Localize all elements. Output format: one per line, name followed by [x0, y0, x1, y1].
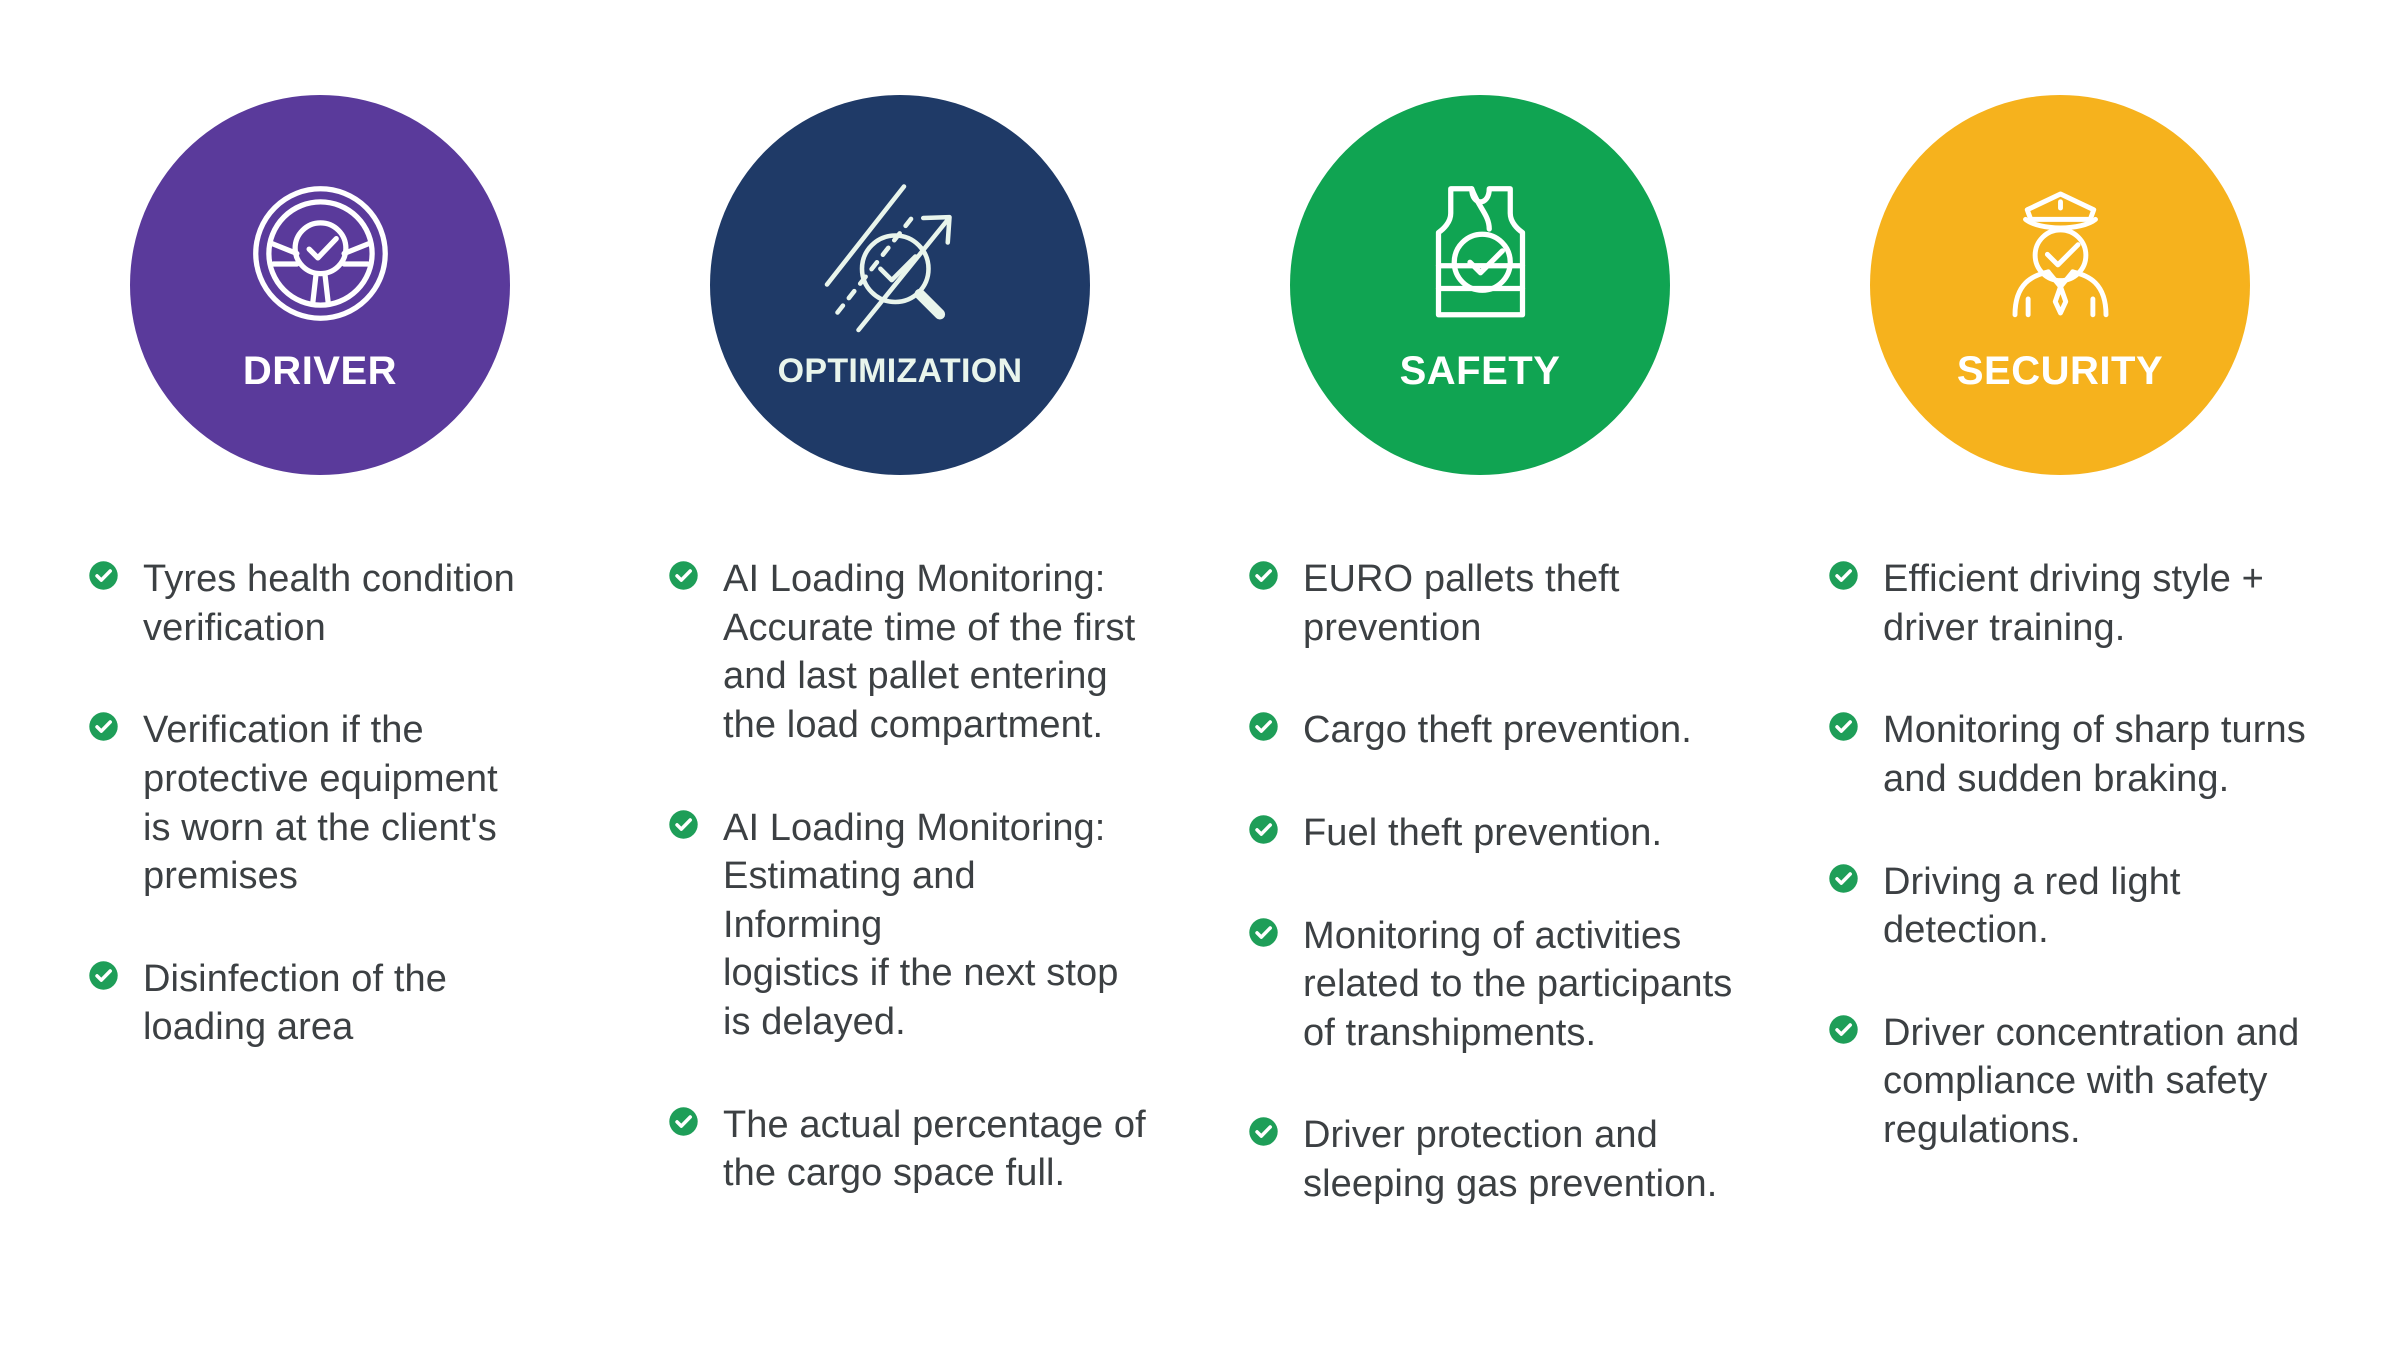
feature-column-safety: SAFETY EURO pallets theft prevention Car…	[1220, 95, 1740, 1263]
category-circle-safety: SAFETY	[1290, 95, 1670, 475]
check-circle-icon	[668, 804, 699, 840]
check-circle-icon	[1828, 706, 1859, 742]
category-circle-optimization: OPTIMIZATION	[710, 95, 1090, 475]
category-title: SECURITY	[1956, 349, 2164, 393]
list-item-text: Disinfection of the loading area	[143, 957, 447, 1049]
list-item: Driver concentration and compliance with…	[1828, 1009, 2320, 1155]
list-item-text: Driving a red light detection.	[1883, 860, 2181, 952]
list-item-text: The actual percentage of the cargo space…	[723, 1103, 1146, 1195]
check-circle-icon	[88, 955, 119, 991]
list-item-text: AI Loading Monitoring: Accurate time of …	[723, 558, 1136, 746]
feature-column-driver: DRIVER Tyres health condition verificati…	[60, 95, 580, 1263]
list-item: Cargo theft prevention.	[1248, 706, 1740, 755]
check-circle-icon	[1828, 858, 1859, 894]
list-item: Efficient driving style + driver trainin…	[1828, 555, 2320, 652]
check-circle-icon	[1248, 1111, 1279, 1147]
feature-list: Efficient driving style + driver trainin…	[1800, 555, 2320, 1155]
list-item-text: Monitoring of activities related to the …	[1303, 914, 1733, 1054]
feature-list: Tyres health condition verification Veri…	[60, 555, 580, 1052]
list-item-text: Driver concentration and compliance with…	[1883, 1011, 2300, 1151]
list-item: Verification if the protective equipment…	[88, 706, 580, 901]
check-circle-icon	[1828, 555, 1859, 591]
safety-vest-check-icon	[1393, 166, 1568, 341]
check-circle-icon	[1828, 1009, 1859, 1045]
feature-list: EURO pallets theft prevention Cargo thef…	[1220, 555, 1740, 1209]
check-circle-icon	[88, 706, 119, 742]
check-circle-icon	[668, 1101, 699, 1137]
category-circle-driver: DRIVER	[130, 95, 510, 475]
growth-magnifier-check-icon	[813, 169, 988, 344]
security-guard-check-icon	[1973, 166, 2148, 341]
steering-wheel-check-icon	[233, 166, 408, 341]
list-item: Driver protection and sleeping gas preve…	[1248, 1111, 1740, 1208]
feature-board: DRIVER Tyres health condition verificati…	[60, 95, 2320, 1263]
list-item: Monitoring of activities related to the …	[1248, 912, 1740, 1058]
feature-column-optimization: OPTIMIZATION AI Loading Monitoring: Accu…	[640, 95, 1160, 1263]
list-item-text: Driver protection and sleeping gas preve…	[1303, 1114, 1718, 1205]
list-item-text: Cargo theft prevention.	[1303, 709, 1692, 752]
check-circle-icon	[1248, 809, 1279, 845]
list-item: Monitoring of sharp turns and sudden bra…	[1828, 706, 2320, 803]
list-item: EURO pallets theft prevention	[1248, 555, 1740, 652]
feature-column-security: SECURITY Efficient driving style + drive…	[1800, 95, 2320, 1263]
category-circle-security: SECURITY	[1870, 95, 2250, 475]
list-item-text: Monitoring of sharp turns and sudden bra…	[1883, 709, 2306, 800]
list-item-text: EURO pallets theft prevention	[1303, 558, 1620, 649]
check-circle-icon	[1248, 555, 1279, 591]
check-circle-icon	[1248, 706, 1279, 742]
list-item-text: Efficient driving style + driver trainin…	[1883, 558, 2264, 649]
list-item: AI Loading Monitoring: Accurate time of …	[668, 555, 1160, 750]
category-title: SAFETY	[1399, 349, 1561, 393]
check-circle-icon	[88, 555, 119, 591]
list-item: Driving a red light detection.	[1828, 858, 2320, 955]
list-item: The actual percentage of the cargo space…	[668, 1101, 1160, 1198]
list-item: Fuel theft prevention.	[1248, 809, 1740, 858]
feature-list: AI Loading Monitoring: Accurate time of …	[640, 555, 1160, 1198]
list-item-text: AI Loading Monitoring: Estimating and In…	[723, 806, 1119, 1044]
list-item-text: Tyres health condition verification	[143, 558, 515, 649]
category-title: DRIVER	[242, 349, 398, 393]
check-circle-icon	[1248, 912, 1279, 948]
list-item: Disinfection of the loading area	[88, 955, 580, 1052]
check-circle-icon	[668, 555, 699, 591]
list-item: AI Loading Monitoring: Estimating and In…	[668, 804, 1160, 1047]
list-item: Tyres health condition verification	[88, 555, 580, 652]
category-title: OPTIMIZATION	[777, 352, 1023, 390]
list-item-text: Fuel theft prevention.	[1303, 811, 1663, 854]
list-item-text: Verification if the protective equipment…	[143, 709, 498, 898]
